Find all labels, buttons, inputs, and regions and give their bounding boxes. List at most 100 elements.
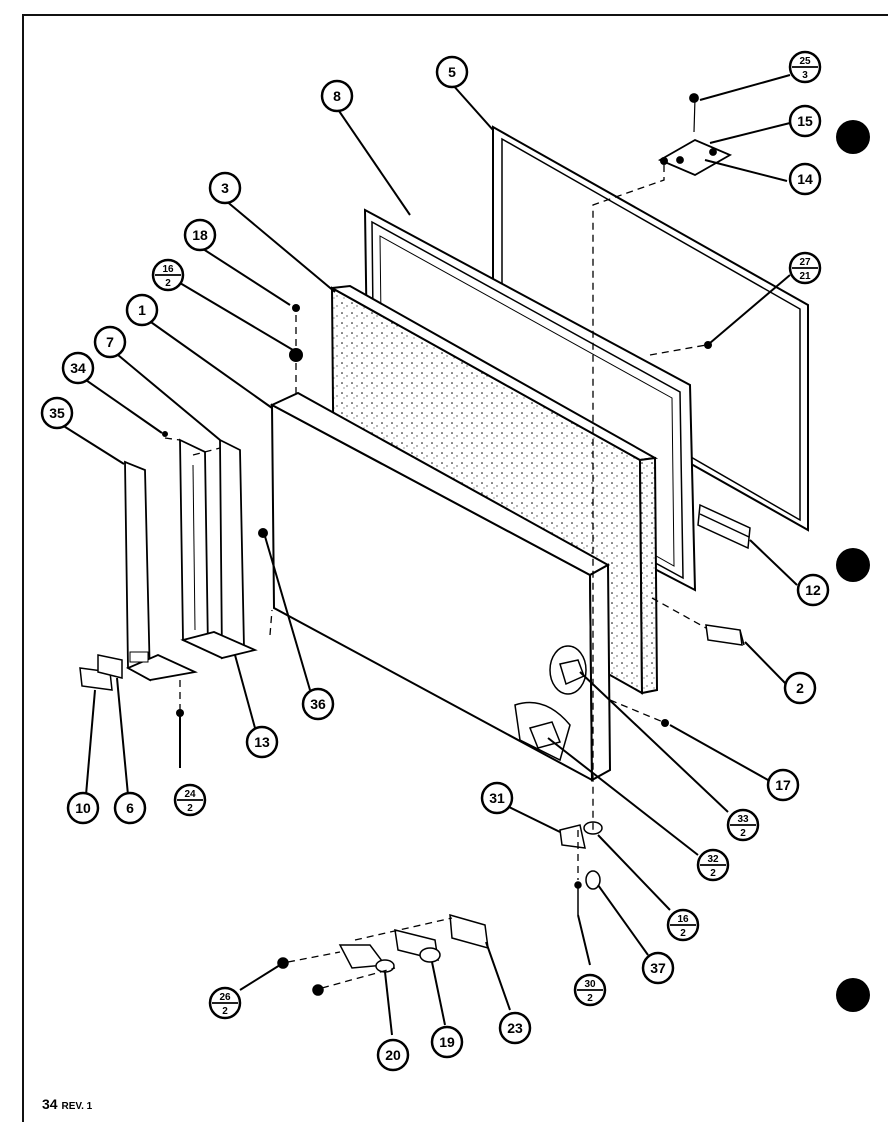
callout-part-number: 10 — [75, 800, 91, 816]
callout-23: 23 — [498, 1011, 532, 1045]
callout-26: 262 — [208, 986, 242, 1020]
callout-circle — [301, 687, 335, 721]
callout-7: 7 — [93, 325, 127, 359]
callout-12: 12 — [796, 573, 830, 607]
callout-3: 3 — [208, 171, 242, 205]
callout-8: 8 — [320, 79, 354, 113]
callout-17: 17 — [766, 768, 800, 802]
callout-5: 5 — [435, 55, 469, 89]
callout-quantity: 2 — [187, 803, 193, 814]
callout-34: 34 — [61, 351, 95, 385]
callout-circle — [796, 573, 830, 607]
callout-quantity: 3 — [802, 70, 808, 81]
callout-quantity: 2 — [587, 993, 593, 1004]
page-number: 34 — [42, 1096, 58, 1112]
callout-part-number: 25 — [799, 56, 811, 67]
callout-quantity: 2 — [680, 928, 686, 939]
callout-circle — [113, 791, 147, 825]
callout-part-number: 33 — [737, 814, 749, 825]
callout-part-number: 17 — [775, 777, 791, 793]
callout-circle — [245, 725, 279, 759]
callout-quantity: 2 — [710, 868, 716, 879]
callout-part-number: 15 — [797, 113, 813, 129]
callout-37: 37 — [641, 951, 675, 985]
callout-part-number: 3 — [221, 180, 229, 196]
callout-part-number: 8 — [333, 88, 341, 104]
callout-part-number: 32 — [707, 854, 719, 865]
callout-13: 13 — [245, 725, 279, 759]
callout-quantity: 2 — [740, 828, 746, 839]
callout-part-number: 1 — [138, 302, 146, 318]
callout-31: 31 — [480, 781, 514, 815]
callout-35: 35 — [40, 396, 74, 430]
callout-circle — [40, 396, 74, 430]
callout-part-number: 27 — [799, 257, 811, 268]
callout-part-number: 34 — [70, 360, 86, 376]
callout-circle — [93, 325, 127, 359]
callout-quantity: 2 — [222, 1006, 228, 1017]
part-5-rear-panel — [492, 125, 809, 532]
callout-24: 242 — [173, 783, 207, 817]
callout-19: 19 — [430, 1025, 464, 1059]
callout-circle — [66, 791, 100, 825]
callout-part-number: 7 — [106, 334, 114, 350]
callout-circle — [435, 55, 469, 89]
lower-hinge-assembly — [277, 913, 489, 996]
callout-part-number: 37 — [650, 960, 666, 976]
callout-circle — [783, 671, 817, 705]
callout-circle — [376, 1038, 410, 1072]
callout-25: 253 — [788, 50, 822, 84]
callout-part-number: 36 — [310, 696, 326, 712]
part-2-bracket — [705, 624, 745, 646]
part-1-door-panel — [269, 391, 612, 782]
callout-part-number: 16 — [677, 914, 689, 925]
callout-15: 15 — [788, 104, 822, 138]
callout-circle — [430, 1025, 464, 1059]
leader-lines — [61, 74, 798, 1036]
part-15-top-hinge — [657, 93, 733, 177]
callout-10: 10 — [66, 791, 100, 825]
callout-33: 332 — [726, 808, 760, 842]
callout-14: 14 — [788, 162, 822, 196]
callout-part-number: 18 — [192, 227, 208, 243]
part-7-bracket — [179, 438, 258, 660]
callout-circle — [183, 218, 217, 252]
callout-part-number: 5 — [448, 64, 456, 80]
bottom-hinge-hardware — [559, 821, 603, 915]
registration-dot-bottom — [836, 978, 870, 1012]
callout-20: 20 — [376, 1038, 410, 1072]
part-12-channel — [697, 503, 751, 550]
revision-label: REV. 1 — [61, 1101, 93, 1112]
part-35-bracket — [124, 460, 198, 682]
callout-circle — [498, 1011, 532, 1045]
callout-circle — [788, 104, 822, 138]
callout-32: 322 — [696, 848, 730, 882]
callout-part-number: 2 — [796, 680, 804, 696]
callout-circle — [208, 171, 242, 205]
callout-part-number: 16 — [162, 264, 174, 275]
callout-16b: 162 — [666, 908, 700, 942]
callout-circle — [125, 293, 159, 327]
callout-part-number: 35 — [49, 405, 65, 421]
callout-30: 302 — [573, 973, 607, 1007]
callout-quantity: 2 — [165, 278, 171, 289]
callout-1: 1 — [125, 293, 159, 327]
page-footer: 34 REV. 1 — [42, 1096, 92, 1112]
callout-part-number: 12 — [805, 582, 821, 598]
callout-circle — [61, 351, 95, 385]
registration-dot-top — [836, 120, 870, 154]
callout-part-number: 23 — [507, 1020, 523, 1036]
callout-part-number: 14 — [797, 171, 813, 187]
callout-part-number: 31 — [489, 790, 505, 806]
callout-part-number: 30 — [584, 979, 596, 990]
callout-2: 2 — [783, 671, 817, 705]
sheet-border — [22, 14, 888, 1122]
callout-circle — [320, 79, 354, 113]
callout-circle — [480, 781, 514, 815]
part-10-plate — [79, 654, 123, 691]
registration-dot-middle — [836, 548, 870, 582]
callout-6: 6 — [113, 791, 147, 825]
callout-group: 5831816217343525315142721122173323223613… — [40, 50, 830, 1072]
